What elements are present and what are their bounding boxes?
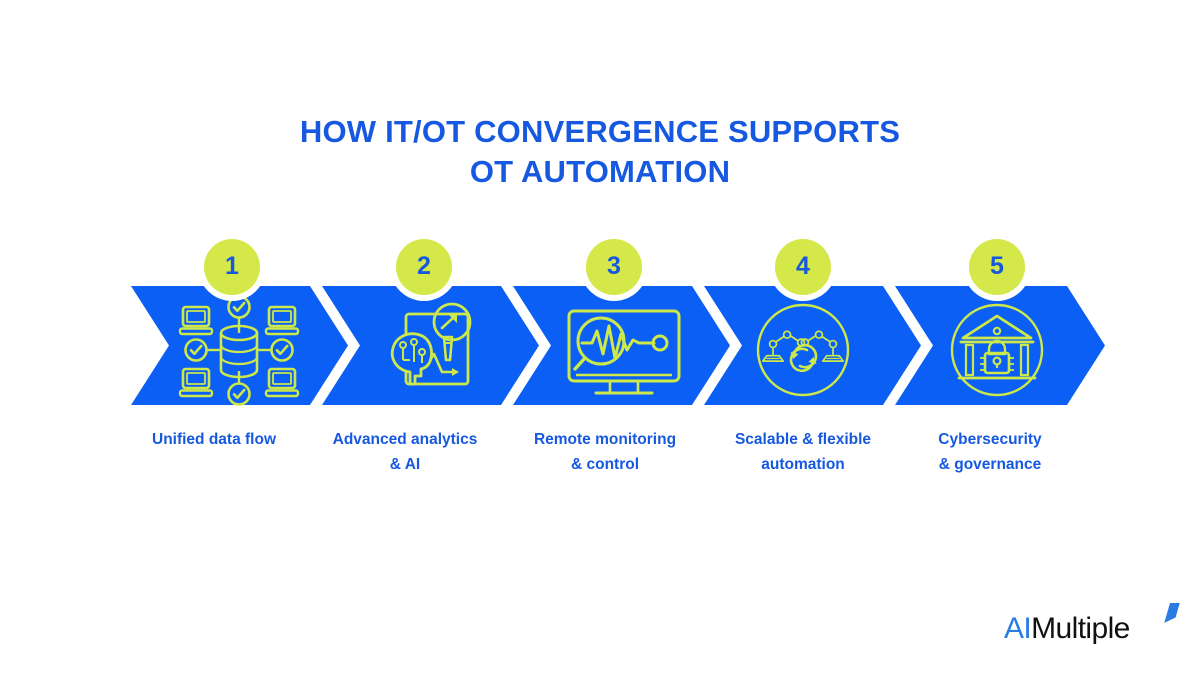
ai-brain-analytics-icon bbox=[390, 302, 472, 386]
page-title: HOW IT/OT CONVERGENCE SUPPORTS OT AUTOMA… bbox=[0, 112, 1200, 192]
step-chevron-2[interactable] bbox=[322, 286, 539, 405]
logo-text-ai: AI bbox=[1004, 612, 1032, 645]
bank-padlock-icon bbox=[950, 303, 1044, 397]
step-label-5: Cybersecurity & governance bbox=[938, 431, 1042, 473]
step-label-1: Unified data flow bbox=[152, 431, 276, 448]
step-badge-4-number: 4 bbox=[775, 239, 831, 295]
step-badge-1-number: 1 bbox=[204, 239, 260, 295]
step-badge-3[interactable]: 3 bbox=[580, 233, 648, 301]
title-line-1: HOW IT/OT CONVERGENCE SUPPORTS bbox=[299, 114, 901, 149]
step-label-4: Scalable & flexible automation bbox=[734, 431, 872, 473]
robot-arms-sync-icon bbox=[756, 303, 850, 397]
step-chevron-3[interactable] bbox=[513, 286, 730, 405]
aimultiple-logo: AIMultiple bbox=[1004, 612, 1130, 646]
step-badge-1[interactable]: 1 bbox=[198, 233, 266, 301]
step-badge-5[interactable]: 5 bbox=[963, 233, 1031, 301]
step-badge-2-number: 2 bbox=[396, 239, 452, 295]
step-chevron-4[interactable] bbox=[704, 286, 921, 405]
logo-text-multiple: Multiple bbox=[1031, 612, 1130, 645]
database-network-icon bbox=[178, 295, 300, 406]
step-badge-2[interactable]: 2 bbox=[390, 233, 458, 301]
title-line-2: OT AUTOMATION bbox=[469, 154, 731, 189]
step-label-3: Remote monitoring & control bbox=[533, 431, 677, 473]
step-badge-5-number: 5 bbox=[969, 239, 1025, 295]
step-badge-3-number: 3 bbox=[586, 239, 642, 295]
step-chevron-1[interactable] bbox=[131, 286, 348, 406]
step-chevron-5[interactable] bbox=[895, 286, 1105, 405]
monitor-pulse-magnifier-icon bbox=[567, 309, 681, 395]
step-badge-4[interactable]: 4 bbox=[769, 233, 837, 301]
step-label-2: Advanced analytics & AI bbox=[332, 431, 478, 473]
